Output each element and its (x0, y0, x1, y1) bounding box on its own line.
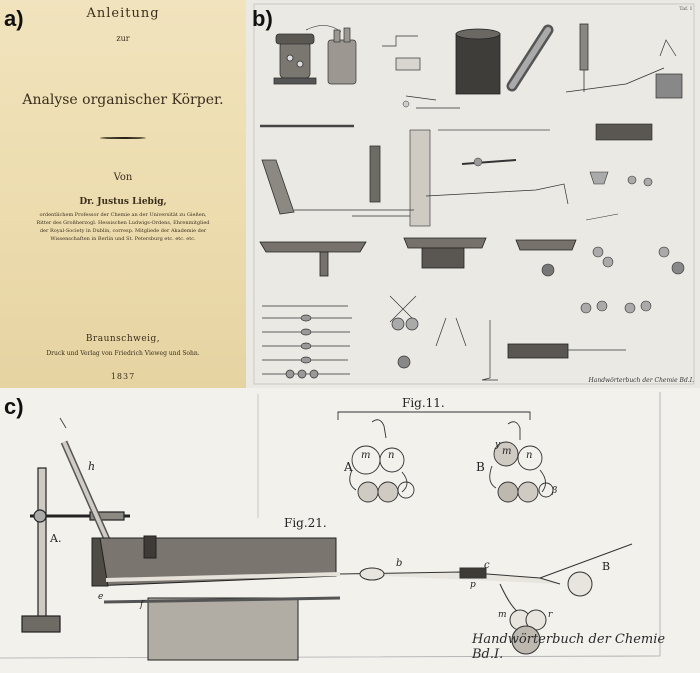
title-page-panel: Anleitung zur Analyse organischer Körper… (0, 0, 246, 388)
label-beta: β (552, 486, 558, 496)
author-line: Dr. Justus Liebig, (79, 197, 167, 207)
fig11-apparatus-b (489, 421, 554, 503)
label-e: e (98, 592, 104, 602)
bio-line-4: Wissenschaften in Berlin und St. Petersb… (50, 236, 196, 242)
label-p: p (470, 580, 476, 590)
plate-signature: Handwörterbuch der Chemie Bd.I. (588, 377, 694, 384)
engraved-plate-panel: Taf. I Handwörterbuch der Chemie Bd.I. (246, 0, 700, 388)
label-n1: n (388, 450, 395, 461)
label-b: b (396, 558, 403, 569)
von-line: Von (113, 172, 133, 183)
cylinder-illustration (455, 28, 501, 95)
furnace-illustration (273, 33, 317, 85)
label-B1: B (476, 460, 485, 474)
label-h: h (88, 460, 96, 473)
apparatus-panel: Fig.11. Fig.21. A m n B y m n β h A. b c… (0, 388, 700, 673)
label-n2: n (526, 450, 533, 461)
fig11-apparatus-a (349, 419, 415, 503)
bio-line-3: der Royal-Society in Dublin, corresp. Mi… (39, 228, 207, 234)
plate-illustrations (253, 3, 695, 385)
label-A1: A (344, 460, 353, 474)
title-line-3: Analyse organischer Körper. (22, 92, 224, 108)
label-f: f (140, 600, 144, 610)
label-A2: A. (50, 532, 62, 545)
panel-label-c: c) (4, 394, 24, 419)
label-y: y (495, 440, 501, 450)
bio-line-2: Ritter des Großherzogl. Hessischen Ludwi… (36, 220, 210, 226)
label-m2: m (502, 446, 512, 457)
label-B2: B (602, 560, 611, 573)
panel-label-b: b) (252, 6, 273, 31)
bottle-illustration (327, 27, 357, 85)
label-r: r (548, 610, 553, 620)
title-line-1: Anleitung (86, 6, 160, 21)
year-line: 1837 (110, 372, 136, 381)
label-m1: m (361, 450, 371, 461)
label-c: c (484, 560, 490, 571)
title-rule (100, 137, 146, 139)
fig21-label: Fig.21. (284, 516, 327, 530)
retort-stand (21, 467, 130, 633)
city-line: Braunschweig, (85, 334, 161, 344)
plate-page-number: Taf. I (679, 6, 692, 12)
title-line-2: zur (116, 34, 130, 43)
fig11-label: Fig.11. (402, 396, 445, 410)
apparatus-caption: Handwörterbuch der Chemie Bd.I. (472, 632, 666, 662)
connecting-tube (339, 543, 633, 655)
panel-label-a: a) (4, 6, 24, 31)
label-m3: m (498, 610, 507, 620)
bio-line-1: ordentlichem Professor der Chemie an der… (39, 212, 207, 218)
publisher-line: Druck und Verlag von Friedrich Vieweg un… (46, 350, 200, 357)
combustion-furnace (91, 535, 341, 661)
tube-illustration (506, 24, 554, 92)
apparatus-illustration (0, 392, 661, 661)
